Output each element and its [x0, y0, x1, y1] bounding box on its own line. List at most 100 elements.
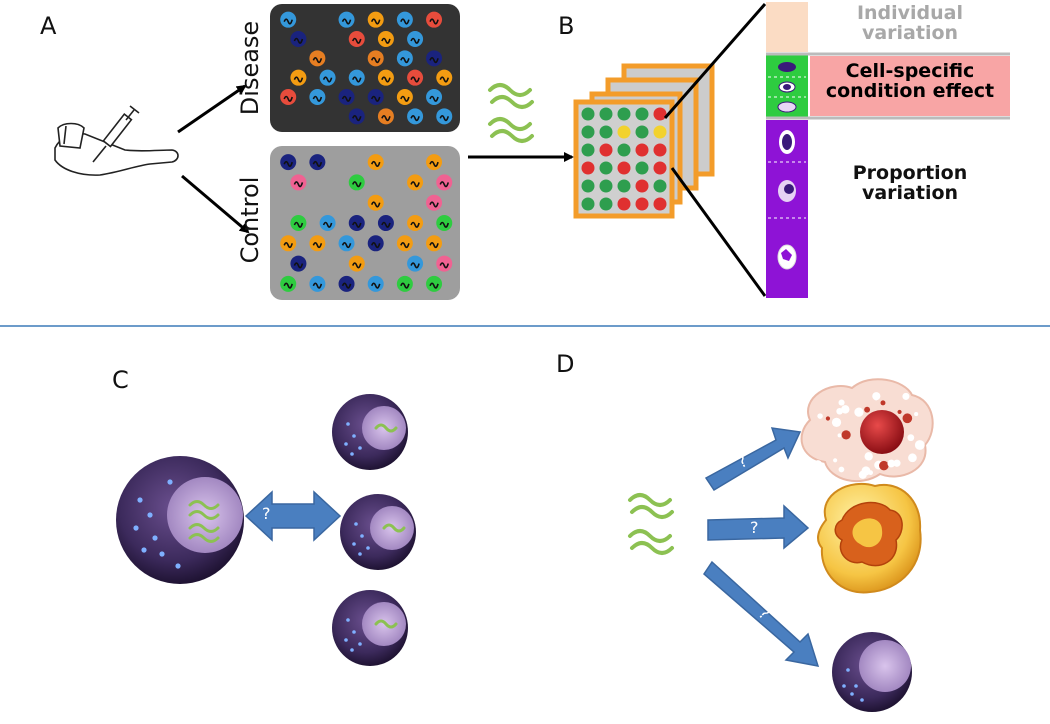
sample-cell [348, 215, 365, 231]
condition-effect-label: Cell-specific condition effect [825, 60, 995, 102]
array-spot [617, 161, 631, 175]
rna-strand-icon [628, 493, 674, 555]
individual-variation-label: Individual variation [856, 2, 964, 44]
array-spot [635, 143, 649, 157]
sample-cell [280, 154, 297, 171]
sample-cell [367, 194, 384, 211]
array-spot [599, 197, 613, 211]
sample-cell [426, 50, 443, 67]
condition-label-box [810, 56, 1010, 116]
array-spot [635, 197, 649, 211]
sample-cell [396, 11, 413, 28]
rna-strand-icon [488, 83, 534, 143]
zoom-line-top [663, 3, 767, 119]
array-spot [617, 197, 631, 211]
sample-cell [338, 275, 355, 292]
sample-cell [348, 69, 365, 86]
sample-cell [367, 89, 384, 105]
zoom-line-bottom [670, 167, 767, 297]
sample-cell [426, 154, 443, 171]
sample-cell [436, 174, 453, 191]
arrow-to-disease [177, 84, 247, 134]
panel-label-c: C [112, 366, 129, 394]
disease-cells [280, 11, 453, 125]
sample-cell [309, 235, 326, 252]
sample-cell [309, 89, 326, 105]
array-spot [635, 161, 649, 175]
sample-cell [319, 69, 336, 86]
sample-cell [280, 11, 297, 28]
sample-cell [290, 215, 307, 231]
sample-cell [367, 50, 384, 67]
sample-cell [280, 235, 297, 252]
sample-cell [396, 50, 413, 67]
array-spot [635, 125, 649, 139]
sample-cell [309, 275, 326, 292]
array-spot [617, 125, 631, 139]
sample-cell [290, 69, 307, 86]
arm-icon [54, 122, 179, 176]
sample-cell [348, 174, 365, 191]
arrow-to-neutrophil [707, 504, 810, 550]
sample-cell [338, 89, 355, 105]
sample-cell [348, 31, 365, 47]
individual-band [766, 2, 808, 52]
sample-cell [309, 154, 326, 171]
panel-label-b: B [558, 12, 575, 40]
sample-cell [280, 275, 297, 292]
sample-cell [436, 215, 453, 231]
cell-icon [777, 62, 797, 270]
sample-cell [407, 174, 424, 191]
array-spot [599, 125, 613, 139]
array-spot [635, 179, 649, 193]
sample-cell [426, 235, 443, 252]
sample-cell [426, 194, 443, 211]
sample-cell [290, 255, 307, 272]
array-spot [599, 179, 613, 193]
arrow-to-lymphocyte [703, 560, 820, 667]
sample-cell [426, 275, 443, 292]
double-arrow-icon [244, 490, 342, 542]
small-cells [332, 394, 416, 666]
sample-cell [367, 275, 384, 292]
sample-cell [426, 89, 443, 105]
sample-cell [280, 89, 297, 105]
array-spot [653, 179, 667, 193]
sample-cell [396, 275, 413, 292]
sample-cell [377, 108, 394, 125]
sample-cell [348, 255, 365, 272]
arrow-to-macrophage [704, 427, 802, 492]
sample-cell [426, 11, 443, 28]
sample-cell [407, 31, 424, 47]
sample-cell [367, 235, 384, 252]
array-spot [653, 197, 667, 211]
question-mark-d2: ? [750, 518, 759, 537]
control-label: Control [236, 176, 264, 264]
proportion-variation-label: Proportion variation [852, 162, 968, 204]
sample-cell [367, 154, 384, 171]
sample-cell [309, 50, 326, 67]
panel-label-d: D [556, 350, 575, 378]
array-spot [581, 197, 595, 211]
yellow-cell-icon [817, 482, 922, 594]
syringe-icon [92, 105, 140, 163]
arrow-to-control [181, 174, 250, 234]
sample-cell [396, 89, 413, 105]
sample-cell [290, 174, 307, 191]
sample-cell [319, 215, 336, 231]
disease-label: Disease [236, 20, 264, 116]
array-spot [599, 161, 613, 175]
array-spot [581, 179, 595, 193]
array-spot [617, 143, 631, 157]
sample-cell [407, 69, 424, 86]
large-cell [116, 456, 244, 584]
array-spot [653, 161, 667, 175]
sample-cell [407, 215, 424, 231]
array-spot [617, 107, 631, 121]
sample-cell [377, 215, 394, 231]
rna-strand-icon [188, 500, 220, 543]
sample-cell [338, 11, 355, 28]
sample-cell [367, 11, 384, 28]
array-spot [653, 125, 667, 139]
